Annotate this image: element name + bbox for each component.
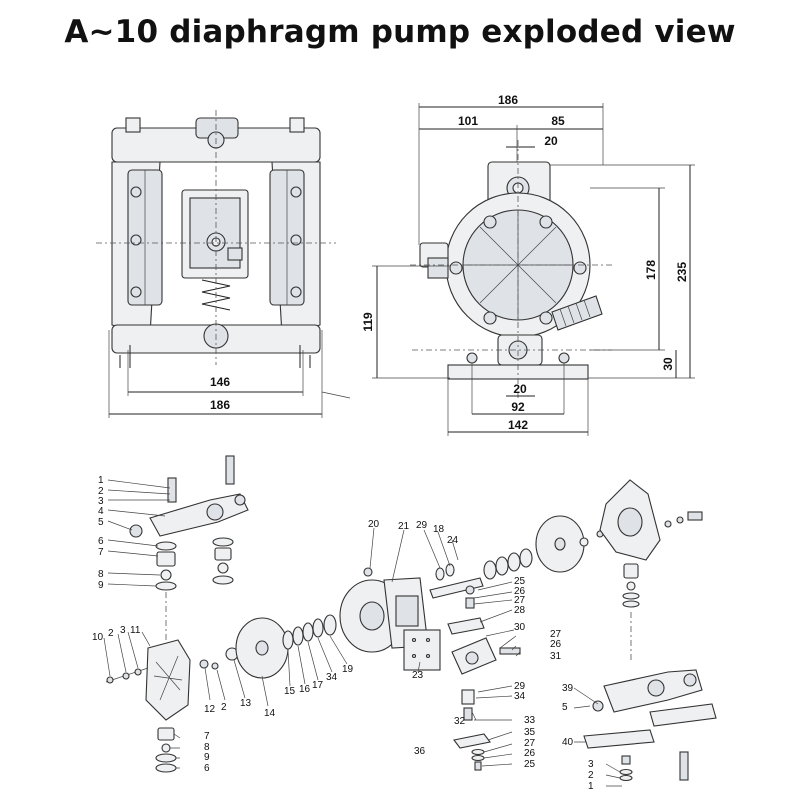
callout-2b: 2 — [108, 628, 114, 639]
callout-39: 39 — [562, 683, 574, 694]
callout-14: 14 — [264, 708, 276, 719]
side-dim-bottom-20: 20 — [513, 382, 527, 396]
callout-1b: 1 — [588, 781, 594, 792]
callout-2c: 2 — [221, 702, 227, 713]
callout-33: 33 — [524, 715, 536, 726]
exploded-view-drawing — [105, 455, 717, 782]
side-dim-height-178: 178 — [644, 260, 658, 280]
callout-26c: 26 — [524, 748, 536, 759]
callout-24: 24 — [447, 535, 459, 546]
callout-19: 19 — [342, 664, 354, 675]
callout-8b: 8 — [204, 742, 210, 753]
callout-27c: 27 — [524, 738, 536, 749]
callout-31: 31 — [550, 651, 562, 662]
callout-29: 29 — [416, 520, 428, 531]
callout-34: 34 — [326, 672, 338, 683]
callout-27b: 27 — [550, 629, 562, 640]
callout-16: 16 — [299, 684, 311, 695]
callout-7: 7 — [98, 547, 104, 558]
callout-32: 32 — [454, 716, 466, 727]
callout-40: 40 — [562, 737, 574, 748]
callout-18: 18 — [433, 524, 445, 535]
callout-27: 27 — [514, 595, 526, 606]
side-dim-bottom-142: 142 — [508, 418, 528, 432]
callout-4: 4 — [98, 506, 104, 517]
side-dim-height-119: 119 — [361, 312, 375, 332]
side-view-drawing — [372, 103, 695, 436]
callout-25b: 25 — [524, 759, 536, 770]
callout-26: 26 — [514, 586, 526, 597]
callout-2d: 2 — [588, 770, 594, 781]
callout-11: 11 — [130, 625, 141, 636]
leader-lines — [103, 479, 622, 787]
callout-36: 36 — [414, 746, 426, 757]
callout-3b: 3 — [120, 625, 126, 636]
callout-6: 6 — [98, 536, 104, 547]
callout-13: 13 — [240, 698, 252, 709]
callout-9: 9 — [98, 580, 104, 591]
callout-35: 35 — [524, 727, 536, 738]
side-dim-bottom-92: 92 — [511, 400, 525, 414]
callout-10: 10 — [92, 632, 104, 643]
callout-3: 3 — [98, 496, 104, 507]
callout-5b: 5 — [562, 702, 568, 713]
callout-5: 5 — [98, 517, 104, 528]
side-dim-base-30: 30 — [661, 357, 675, 371]
side-dim-top-port: 20 — [544, 134, 558, 148]
callout-7b: 7 — [204, 731, 210, 742]
callout-20: 20 — [368, 519, 380, 530]
front-dim-outer-width: 186 — [210, 398, 230, 412]
callout-3c: 3 — [588, 759, 594, 770]
side-dim-height-235: 235 — [675, 262, 689, 282]
side-dim-top-total: 186 — [498, 93, 518, 107]
callout-8: 8 — [98, 569, 104, 580]
callout-28: 28 — [514, 605, 526, 616]
callout-29b: 29 — [514, 681, 526, 692]
callout-17: 17 — [312, 680, 324, 691]
callout-30: 30 — [514, 622, 526, 633]
front-view-drawing — [96, 110, 351, 418]
callout-9b: 9 — [204, 752, 210, 763]
callout-25: 25 — [514, 576, 526, 587]
callout-23: 23 — [412, 670, 424, 681]
side-dim-top-left: 101 — [458, 114, 478, 128]
front-dim-inner-width: 146 — [210, 375, 230, 389]
callout-12: 12 — [204, 704, 216, 715]
callout-6b: 6 — [204, 763, 210, 774]
callout-26b: 26 — [550, 639, 562, 650]
callout-1: 1 — [98, 475, 104, 486]
callout-15: 15 — [284, 686, 296, 697]
callout-2: 2 — [98, 486, 104, 497]
callout-labels: 1 2 3 4 5 6 7 8 9 10 2 3 11 12 2 13 14 1… — [92, 475, 594, 792]
side-dim-top-right: 85 — [551, 114, 565, 128]
callout-21: 21 — [398, 521, 410, 532]
callout-34b: 34 — [514, 691, 526, 702]
page-title: A~10 diaphragm pump exploded view — [64, 14, 736, 50]
